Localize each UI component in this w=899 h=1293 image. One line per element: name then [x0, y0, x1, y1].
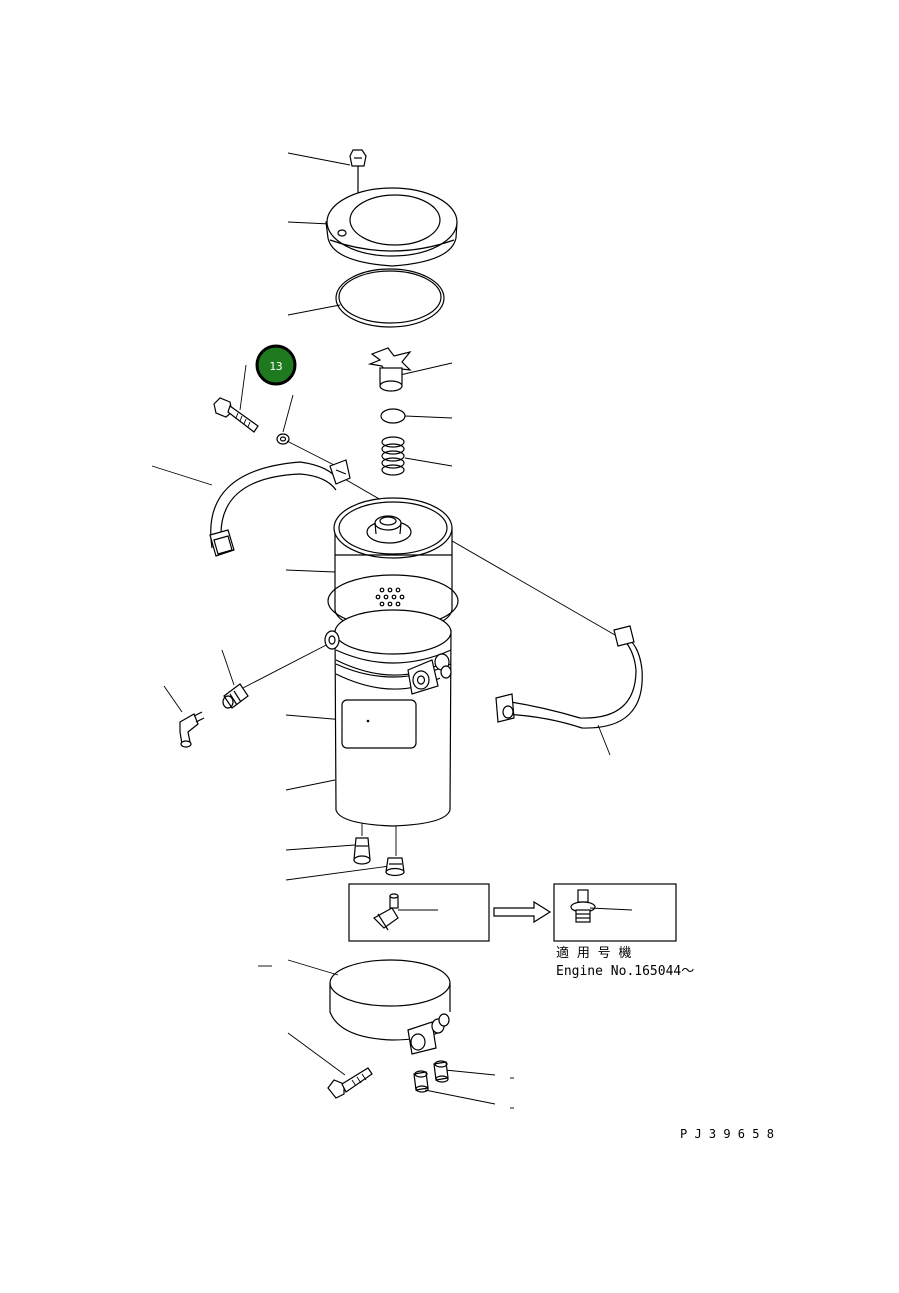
- inlet-nipple-part[interactable]: [222, 683, 249, 709]
- seal-washer-part[interactable]: [380, 408, 406, 424]
- drain-plug-part[interactable]: [385, 857, 405, 877]
- clamp-bolt-part[interactable]: [327, 1067, 373, 1099]
- left-mounting-band-part[interactable]: [209, 459, 351, 557]
- air-cleaner-body-part[interactable]: [324, 574, 459, 827]
- lower-band-clamp-part[interactable]: [329, 959, 451, 1055]
- air-cleaner-cover-part[interactable]: [325, 187, 458, 267]
- filter-element-part[interactable]: [333, 497, 453, 633]
- wing-nut-part[interactable]: [367, 347, 412, 392]
- spring-part[interactable]: [381, 436, 405, 476]
- elbow-fitting-part[interactable]: [179, 711, 205, 748]
- caution-label-plate: [341, 699, 417, 749]
- applicability-title: 適 用 号 機: [556, 945, 631, 961]
- inset-new-fitting-box: [553, 883, 677, 942]
- replacement-arrow-icon: [493, 900, 552, 924]
- right-mounting-band-part[interactable]: [495, 625, 643, 729]
- body-band-clamp-part[interactable]: [335, 653, 452, 695]
- inset-elbow-fitting-part[interactable]: [373, 893, 399, 931]
- clamp-nut-part-2[interactable]: [413, 1070, 429, 1093]
- callout-13-label: 13: [269, 360, 282, 373]
- lock-washer-part[interactable]: [276, 433, 290, 445]
- inset-old-fitting-box: [348, 883, 490, 942]
- clamp-nut-part[interactable]: [433, 1060, 449, 1083]
- mounting-bolt-part[interactable]: [213, 397, 259, 433]
- leader-lines: [151, 152, 616, 1109]
- o-ring-gasket-part[interactable]: [335, 268, 445, 328]
- inset-connector-fitting-part[interactable]: [570, 889, 596, 923]
- applicability-engine-number: Engine No.165044〜: [556, 964, 694, 979]
- applicability-note: 適 用 号 機 Engine No.165044〜: [556, 945, 694, 979]
- drain-valve-part[interactable]: [353, 837, 371, 865]
- drawing-number: P J 3 9 6 5 8: [680, 1127, 774, 1141]
- element-perforation-pattern: [375, 587, 405, 607]
- callout-13-marker[interactable]: 13: [255, 344, 297, 386]
